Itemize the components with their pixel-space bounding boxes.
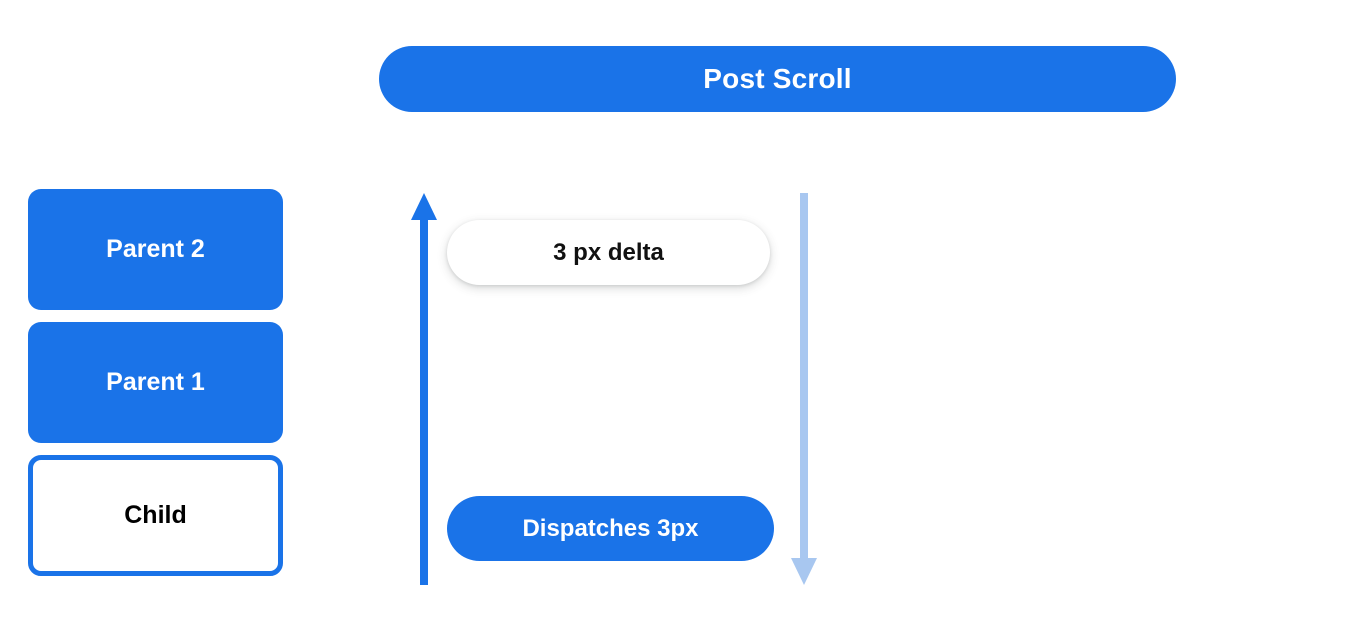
- hierarchy-node-parent-1: Parent 1: [28, 322, 283, 443]
- hierarchy-node-label: Parent 1: [106, 368, 205, 396]
- dispatch-annotation-label: Dispatches 3px: [522, 514, 699, 542]
- hierarchy-node-label: Child: [124, 501, 187, 529]
- post-scroll-title-pill: Post Scroll: [379, 46, 1176, 112]
- page-title: Post Scroll: [703, 63, 852, 94]
- scroll-up-arrow-icon: [406, 193, 442, 585]
- scroll-down-arrow-icon: [786, 193, 822, 585]
- view-hierarchy-stack: Parent 2 Parent 1 Child: [28, 189, 283, 576]
- hierarchy-node-parent-2: Parent 2: [28, 189, 283, 310]
- hierarchy-node-child: Child: [28, 455, 283, 576]
- hierarchy-node-label: Parent 2: [106, 235, 205, 263]
- delta-annotation-pill: 3 px delta: [447, 220, 770, 285]
- delta-annotation-label: 3 px delta: [553, 238, 664, 266]
- dispatch-annotation-pill: Dispatches 3px: [447, 496, 774, 561]
